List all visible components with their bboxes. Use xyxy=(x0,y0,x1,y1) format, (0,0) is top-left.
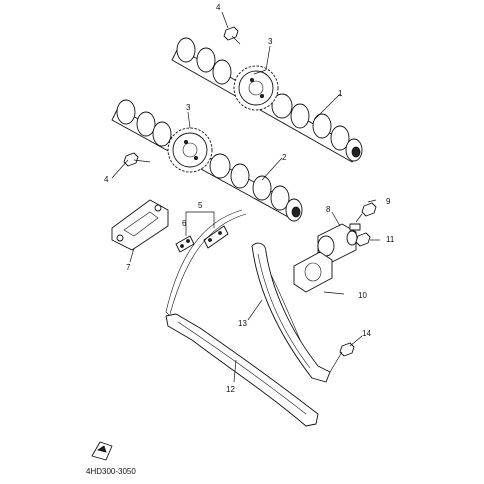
label-11: 11 xyxy=(386,235,395,244)
label-12: 12 xyxy=(226,385,235,394)
drawing-code: 4HD300-3050 xyxy=(86,467,136,476)
camshaft-intake xyxy=(111,99,303,222)
label-3b: 3 xyxy=(186,103,191,112)
chain-tensioner-guide xyxy=(251,242,331,383)
label-2: 2 xyxy=(282,153,287,162)
sprocket-intake xyxy=(167,127,213,173)
chain-guide-top xyxy=(111,199,169,251)
sprocket-bolt-upper xyxy=(223,26,241,45)
tensioner-gasket xyxy=(293,251,333,293)
chain-joint-link xyxy=(175,235,195,253)
camshaft-exhaust xyxy=(171,37,363,163)
label-5: 5 xyxy=(198,201,203,210)
sprocket-bolt-lower xyxy=(123,152,151,167)
chain-tensioner xyxy=(317,223,361,263)
label-1: 1 xyxy=(338,89,343,98)
leader-lines xyxy=(111,11,380,383)
chain-joint-plate xyxy=(203,225,229,249)
front-arrow-icon xyxy=(91,441,113,461)
chain-guide-long xyxy=(165,313,319,427)
label-8: 8 xyxy=(326,205,331,214)
label-9: 9 xyxy=(386,197,391,206)
label-10: 10 xyxy=(358,291,367,300)
label-4a: 4 xyxy=(216,3,221,12)
tensioner-cap-bolt xyxy=(355,202,377,223)
guide-bolt xyxy=(329,342,355,373)
sprocket-exhaust xyxy=(233,65,279,111)
tensioner-bolt xyxy=(355,232,371,247)
label-13: 13 xyxy=(238,319,247,328)
label-4b: 4 xyxy=(104,175,109,184)
callout-labels: 1 2 3 3 4 4 5 6 7 8 9 10 11 12 13 14 xyxy=(104,3,395,394)
label-7: 7 xyxy=(126,263,131,272)
label-6: 6 xyxy=(182,219,187,228)
label-14: 14 xyxy=(362,329,371,338)
label-3a: 3 xyxy=(268,37,273,46)
